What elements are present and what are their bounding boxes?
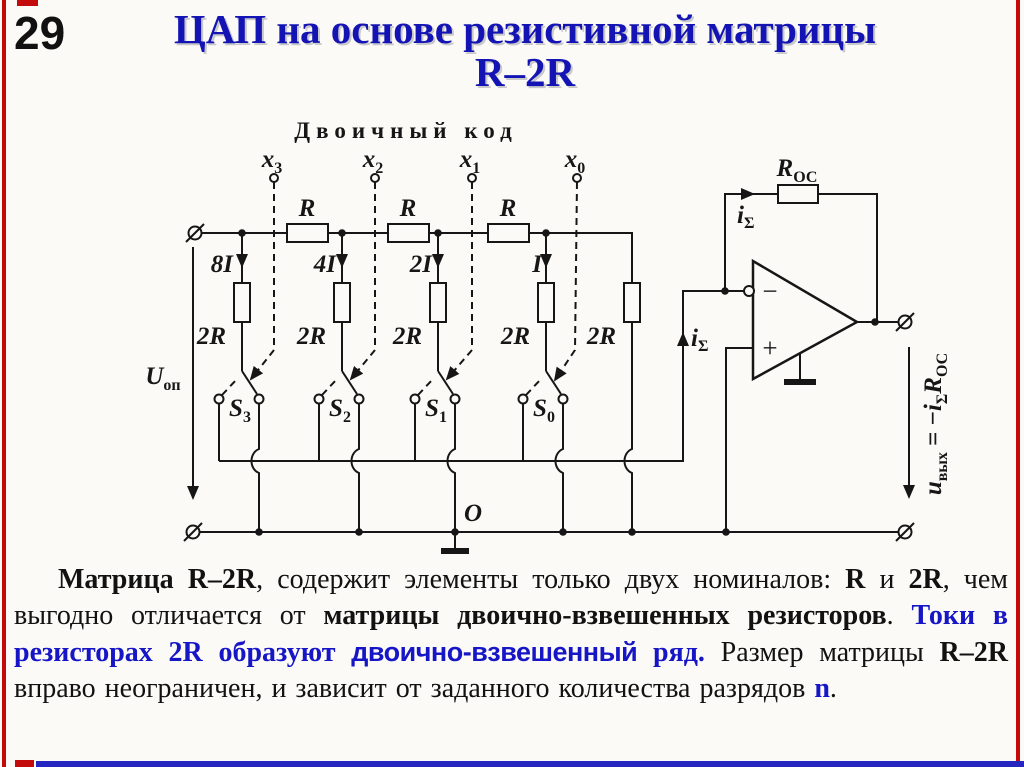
shunt-resistor-label: 2R [296,323,326,350]
port-terminals [183,223,915,542]
shunt-resistor [537,282,555,323]
input-label-x1: x1 [459,146,481,177]
slide-number: 29 [14,7,66,59]
text-run: вправо неограничен, и зависит от заданно… [14,673,815,704]
input-label-x3: x3 [261,146,283,177]
opamp-plus-sign: + [762,333,777,363]
r2r-dac-circuit-diagram: − + [145,118,951,554]
opamp-triangle [751,258,860,382]
switch-label-S0: S0 [533,395,555,426]
shunt-resistor [233,282,251,323]
text-run: , содержит элементы только двух номинало… [256,564,846,595]
feedback-resistor-label: RОС [776,155,818,186]
port-terminal-icon [183,522,203,542]
text-run: n [814,673,830,704]
shunt-resistor-label: 2R [196,323,226,350]
frame-bottom-bar [36,761,1024,767]
opamp-minus-sign: − [762,276,777,306]
page-title: ЦАП на основе резистивной матрицы R–2R [70,6,980,96]
text-run: , чем выгодно отличается от [14,564,1009,631]
shunt-resistor [429,282,447,323]
text-run: . [829,673,837,704]
current-label-8I: 8I [211,251,235,278]
input-label-x0: x0 [564,146,586,177]
frame-right-stripe [1016,0,1020,767]
text-run: . [886,600,912,631]
zero-node-label: O [464,500,482,527]
series-resistor-label: R [298,195,316,222]
series-resistor [487,223,530,243]
shunt-resistor-label: 2R [500,323,530,350]
shunt-resistor-label: 2R [392,323,422,350]
input-terminals [269,173,582,183]
feedback-resistor [777,184,819,204]
switch-contacts [213,393,569,405]
series-resistor-label: R [499,195,517,222]
text-run: Размер матрицы [704,637,940,668]
port-terminal-icon [895,312,915,332]
switch-label-S2: S2 [329,395,351,426]
shunt-resistor [333,282,351,323]
feedback-current-label: iΣ [737,202,754,232]
series-resistor [286,223,329,243]
reference-voltage-label: Uоп [145,363,180,394]
ladder-wires [200,193,898,554]
series-resistor-label: R [399,195,417,222]
opamp: − + [743,258,860,382]
frame-corner-bottom-left [15,760,34,767]
frame-corner-top-left [17,0,38,6]
text-run: 2R [908,564,943,595]
text-run: матрицы двоично-взвешенных резисторов [323,600,887,631]
resistors [233,184,819,323]
shunt-resistor-label: 2R [586,323,616,350]
output-voltage-formula: uвых = −iΣRОС [920,353,951,495]
body-paragraph: Матрица R–2R, содержит элементы только д… [14,562,1008,707]
current-label-I: I [531,251,543,278]
current-label-4I: 4I [313,251,338,278]
switch-label-S3: S3 [229,395,251,426]
text-run: Матрица R–2R [58,564,257,595]
current-arrows [187,188,915,500]
text-run: двоично-взвешенный [351,637,638,667]
title-line-1: ЦАП на основе резистивной матрицы [173,6,877,52]
port-terminal-icon [895,522,915,542]
series-resistor [387,223,430,243]
port-terminal-icon [185,223,205,243]
text-run: и [865,564,909,595]
text-run: Токи в резисторах 2R образуют [14,600,1009,668]
text-run: R–2R [939,637,1008,668]
inverting-input-node [743,285,755,297]
input-label-x2: x2 [362,146,384,177]
terminating-resistor [623,282,641,323]
switch-label-S1: S1 [425,395,447,426]
frame-left-stripe [2,0,6,767]
current-label-2I: 2I [409,251,434,278]
junction-dots [238,229,879,536]
title-line-2: R–2R [474,49,576,96]
sum-current-label: iΣ [691,325,708,355]
text-run: ряд. [637,637,705,668]
switch-control-lines [221,181,578,396]
text-run: R [845,564,866,595]
binary-code-caption: Двоичный код [294,118,517,143]
